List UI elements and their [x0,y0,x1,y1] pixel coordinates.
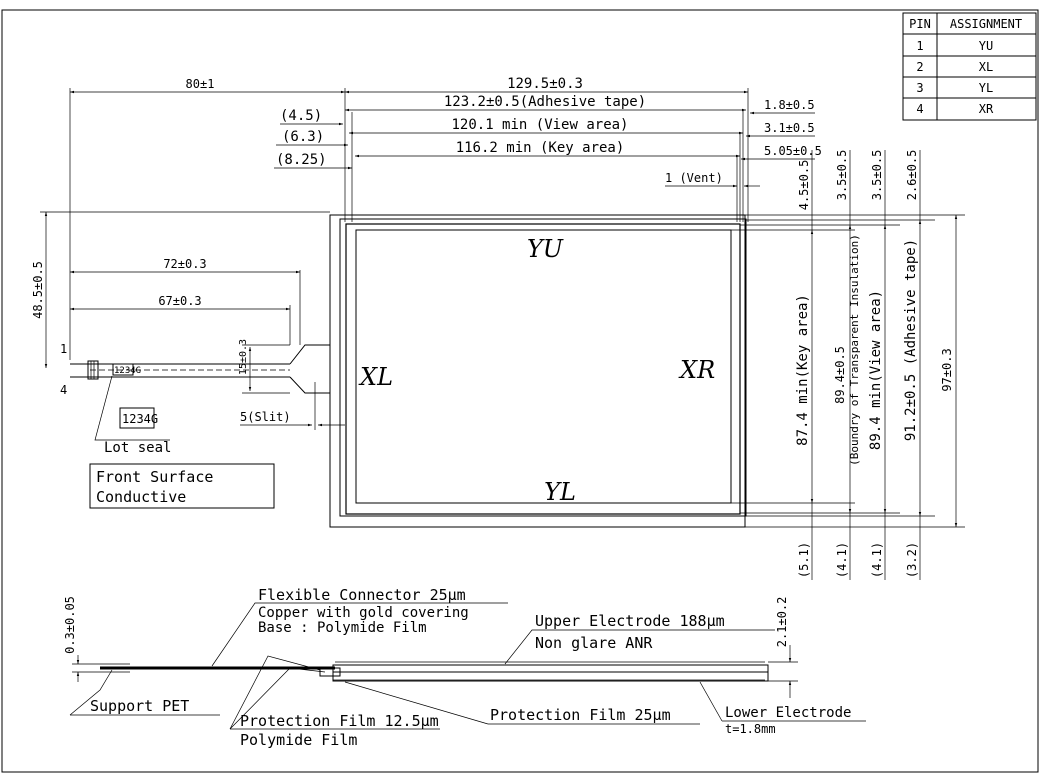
table-cell-assignment: YL [979,81,993,95]
right-dimensions: 4.5±0.5 3.5±0.5 3.5±0.5 2.6±0.5 87.4 min… [795,150,958,580]
front-surface-line1: Front Surface [96,468,213,486]
table-cell-pin: 1 [916,39,923,53]
dim-right-offset-3: 5.05±0.5 [764,144,822,158]
electrode-label-xl: XL [358,363,393,391]
electrode-label-xr: XR [678,356,715,384]
dim-left-offset-3: (8.25) [276,152,327,168]
dim-top-35b: 3.5±0.5 [870,150,884,201]
dim-insulation-value: 89.4±0.5 [833,346,847,404]
table-cell-assignment: YU [979,39,993,53]
electrode-label-yl: YL [544,478,576,506]
dim-top-35a: 3.5±0.5 [835,150,849,201]
dim-bottom-32: (3.2) [905,542,919,578]
dim-key-area-height: 87.4 min(Key area) [795,294,811,446]
lot-seal-code: 1234G [122,412,158,426]
table-cell-assignment: XL [979,60,993,74]
table-header-assignment: ASSIGNMENT [950,17,1022,31]
dim-width-15: 15±0.3 [238,339,249,375]
dim-right-offset-2: 3.1±0.5 [764,121,815,135]
table-header-pin: PIN [909,17,931,31]
dim-adhesive-tape: 123.2±0.5(Adhesive tape) [444,94,646,110]
label-protection-film-2: Protection Film 25μm [490,706,671,724]
dim-length-67: 67±0.3 [158,294,201,308]
table-cell-pin: 4 [916,102,923,116]
dim-bottom-41a: (4.1) [835,542,849,578]
dim-slit: 5(Slit) [240,410,291,424]
pin-1-marker: 1 [60,342,67,356]
dim-key-area: 116.2 min (Key area) [456,140,625,156]
dim-tail-length: 80±1 [186,77,215,91]
dim-length-72: 72±0.3 [163,257,206,271]
top-dimensions: 80±1 129.5±0.3 123.2±0.5(Adhesive tape) … [69,76,822,360]
label-lower-electrode: Lower Electrode [725,705,851,721]
drawing-border [1,9,1039,773]
dim-tail-height: 48.5±0.5 [31,261,45,319]
label-protection-film-1: Protection Film 12.5μm [240,712,439,730]
electrode-label-yu: YU [527,235,564,263]
front-surface-note: Front Surface Conductive [89,463,275,509]
label-base: Base : Polymide Film [258,620,427,636]
table-cell-pin: 3 [916,81,923,95]
label-polymide-film: Polymide Film [240,731,357,749]
table-cell-assignment: XR [979,102,994,116]
table-cell-pin: 2 [916,60,923,74]
lot-code-small: 1234G [114,366,141,376]
dim-insulation-label: (Boundry of Transparent Insulation) [848,234,861,466]
dim-overall-width: 129.5±0.3 [507,76,583,92]
dim-bottom-41b: (4.1) [870,542,884,578]
label-flex-connector: Flexible Connector 25μm [258,586,466,604]
dim-thickness-03: 0.3±0.05 [63,596,77,654]
pin-assignment-table: PIN ASSIGNMENT 1 YU 2 XL 3 YL 4 XR [902,12,1037,121]
dim-view-area: 120.1 min (View area) [451,117,628,133]
dim-top-45: 4.5±0.5 [797,160,811,211]
flex-tail: 1234G 1 4 48.5±0.5 72±0.3 67±0.3 15±0.3 … [31,211,345,456]
dim-left-offset-1: (4.5) [280,108,322,124]
dim-right-offset-1: 1.8±0.5 [764,98,815,112]
dim-left-offset-2: (6.3) [282,129,324,145]
dim-bottom-51: (5.1) [797,542,811,578]
dim-vent: 1 (Vent) [665,171,723,185]
dim-adhesive-height: 91.2±0.5 (Adhesive tape) [903,239,919,441]
pin-4-marker: 4 [60,383,67,397]
cross-section: 0.3±0.05 2.1±0.2 Flexible Connector 25μm… [63,586,866,749]
dim-thickness-21: 2.1±0.2 [775,597,789,648]
front-surface-line2: Conductive [96,488,186,506]
dim-top-26: 2.6±0.5 [905,150,919,201]
label-non-glare: Non glare ANR [535,634,653,652]
label-lower-thickness: t=1.8mm [725,722,776,736]
label-upper-electrode: Upper Electrode 188μm [535,612,725,630]
dim-overall-height: 97±0.3 [940,348,954,391]
lot-seal-label: Lot seal [104,440,171,456]
label-copper: Copper with gold covering [258,605,469,621]
dim-view-area-height: 89.4 min(View area) [868,290,884,450]
label-support-pet: Support PET [90,697,189,715]
touch-panel-outline [329,214,965,528]
